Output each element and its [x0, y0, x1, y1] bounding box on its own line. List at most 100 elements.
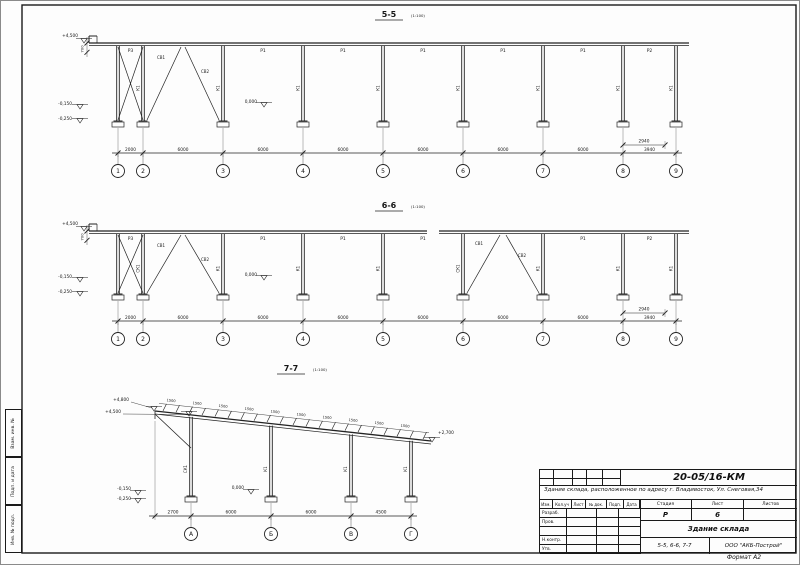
brace-label: СВ1: [157, 55, 166, 60]
purlin-tick-icon: [201, 407, 206, 416]
grid-label: Г: [409, 531, 413, 538]
purlin-tick-icon: [331, 422, 336, 430]
grid-label: 3: [221, 168, 225, 175]
grid-bubble: [616, 332, 630, 346]
level-text: +4,800: [113, 397, 129, 403]
grid-bubble: [456, 164, 470, 178]
sign-row-prov: Пров.: [540, 518, 640, 527]
dim-tick-icon: [620, 310, 626, 316]
dimension-text: 2000: [125, 315, 136, 321]
column-label: К1: [343, 466, 348, 472]
sign-row-utv: Утв.: [540, 545, 640, 554]
purlin-tick-icon: [292, 417, 297, 426]
column-label: К1: [136, 85, 141, 91]
dimension-text: 2940: [639, 139, 650, 145]
doc-number: 20-05/16-КМ: [620, 470, 797, 486]
foundation: [376, 294, 390, 301]
dimension-text: 6000: [338, 147, 349, 153]
purlin-dimension-text: 1500: [166, 398, 175, 403]
margin-strip-vzam: Взам. инв. №: [5, 409, 22, 457]
dimension-text: 6000: [418, 147, 429, 153]
foundation: [136, 121, 150, 128]
column-label: К1: [403, 466, 408, 472]
level-text: 0,000: [232, 485, 245, 491]
organization: ООО "АКБ-Построй": [724, 543, 783, 549]
dimension-text: 6000: [258, 315, 269, 321]
brace-line: [466, 234, 501, 294]
column-label: К1: [376, 265, 381, 271]
rev-header-koluch: Кол.уч: [553, 500, 572, 509]
section-title: 6-6: [382, 201, 397, 210]
purlin-dimension-text: 1500: [374, 421, 383, 426]
sheets-header: Листов: [744, 500, 797, 509]
column-label: К1: [216, 265, 221, 271]
grid-bubble: [184, 527, 198, 541]
roof-beam: [154, 413, 432, 445]
margin-strip-label: Подп. и дата: [11, 465, 16, 497]
grid-bubble: [456, 332, 470, 346]
level-mark-icon: [150, 406, 158, 412]
dimension-text: 4500: [376, 510, 387, 516]
sheets-value: [744, 509, 797, 521]
foundation: [136, 294, 150, 301]
rev-header-data: Дата: [624, 500, 640, 509]
column-label: К1: [216, 85, 221, 91]
beam-label: Р1: [340, 236, 346, 242]
grid-label: 1: [116, 168, 120, 175]
purlin-dimension-text: 1500: [244, 407, 253, 412]
level-mark-icon: [80, 226, 88, 232]
grid-bubble: [376, 164, 390, 178]
column-label: К1: [536, 85, 541, 91]
grid-bubble: [216, 164, 230, 178]
column-label: К1: [456, 85, 461, 91]
rev-header-list: Лист: [572, 500, 586, 509]
dimension-text: 6000: [498, 315, 509, 321]
brace-label: СВ1: [157, 243, 166, 248]
level-text: +2,700: [438, 430, 454, 436]
margin-strip-label: Взам. инв. №: [11, 417, 16, 449]
grid-bubble: [616, 164, 630, 178]
grid-bubble: [296, 332, 310, 346]
foundation: [404, 496, 418, 503]
foundation: [216, 121, 230, 128]
drawing-frame: [21, 4, 797, 554]
grid-label: 4: [301, 168, 305, 175]
beam-label: Р1: [500, 48, 506, 54]
grid-bubble: [404, 527, 418, 541]
purlin-tick-icon: [162, 403, 167, 412]
foundation: [536, 121, 550, 128]
revision-rows: [540, 470, 620, 486]
level-text: -0,150: [58, 274, 72, 280]
brace-label: СВ2: [201, 69, 210, 74]
title-block: 20-05/16-КМ Здание склада, расположенное…: [539, 469, 797, 554]
level-text: +4,500: [62, 33, 78, 39]
grid-bubble: [536, 164, 550, 178]
dim-tick-icon: [84, 237, 90, 244]
grid-label: 3: [221, 336, 225, 343]
grid-label: 7: [541, 168, 545, 175]
dim-tick-icon: [84, 40, 90, 46]
grid-label: 2: [141, 336, 145, 343]
beam-label: Р1: [260, 236, 266, 242]
grid-label: 5: [381, 336, 385, 343]
beam-label: Р1: [420, 48, 426, 54]
brace-line: [117, 46, 144, 121]
section-scale: (1:100): [411, 13, 425, 18]
purlin-tick-icon: [357, 424, 362, 433]
roof-beam: [154, 410, 432, 442]
purlin-dimension-text: 1500: [322, 415, 331, 420]
foundation: [296, 121, 310, 128]
grid-label: В: [349, 531, 353, 538]
section-scale: (1:100): [411, 204, 425, 209]
purlin-tick-icon: [188, 406, 193, 414]
purlin-tick-icon: [383, 427, 388, 436]
dimension-text: 6000: [418, 315, 429, 321]
brace-line: [146, 46, 182, 121]
dim-tick-icon: [84, 49, 90, 56]
level-mark-icon: [260, 102, 268, 108]
dimension-text: 6000: [498, 147, 509, 153]
column-label: К1: [263, 466, 268, 472]
grid-bubble: [136, 332, 150, 346]
sign-row-nkontr: Н.контр.: [540, 536, 640, 545]
